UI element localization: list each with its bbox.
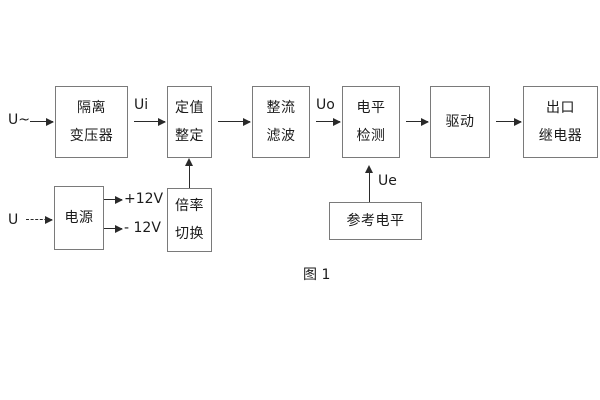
block-label-line1: 电源 [64,210,94,226]
block-rectify-filter: 整流 滤波 [252,86,310,158]
block-output-relay: 出口 继电器 [523,86,598,158]
block-label-line2: 整定 [175,128,204,144]
figure-caption: 图 1 [303,267,331,283]
block-label-line2: 切换 [175,226,204,242]
block-isolation-transformer: 隔离 变压器 [55,86,128,158]
block-label-line1: 倍率 [175,198,204,214]
signal-label-ui: Ui [134,97,149,113]
connector-level-detect-to-drive [406,118,429,126]
connector-rectify-filter-to-level-detect [316,118,341,126]
connector-ac-input-to-isolation-transformer [30,118,54,126]
connector-power-supply-neg-12v [104,225,123,233]
block-level-detect: 电平 检测 [342,86,400,158]
block-reference-level: 参考电平 [329,202,422,240]
signal-label-pos-supply: +12V [124,191,164,207]
signal-label-uo: Uo [316,97,335,113]
block-label-line2: 变压器 [69,128,114,144]
block-label-line2: 滤波 [266,128,296,144]
block-label-line1: 参考电平 [346,213,405,229]
connector-multiplier-switch-to-setpoint [185,158,193,188]
block-label-line1: 驱动 [445,114,475,130]
block-multiplier-switch: 倍率 切换 [167,188,212,252]
block-label-line1: 出口 [546,100,575,116]
connector-dc-input-to-power-supply [26,216,53,224]
block-drive: 驱动 [430,86,490,158]
signal-label-ue: Ue [378,173,397,189]
signal-label-dc-input: U [8,212,19,228]
block-label-line1: 定值 [175,100,204,116]
block-label-line1: 整流 [266,100,296,116]
block-label-line1: 隔离 [77,100,106,116]
block-setpoint-adjust: 定值 整定 [167,86,212,158]
block-label-line2: 检测 [356,128,386,144]
connector-isolation-transformer-to-setpoint [134,118,166,126]
connector-power-supply-pos-12v [104,196,123,204]
signal-label-neg-supply: - 12V [124,220,161,236]
block-power-supply: 电源 [54,186,104,250]
signal-label-ac-input: U~ [8,112,30,128]
connector-setpoint-to-rectify-filter [218,118,251,126]
connector-drive-to-output-relay [496,118,522,126]
block-label-line1: 电平 [356,100,386,116]
block-label-line2: 继电器 [538,128,583,144]
connector-reference-level-to-level-detect [365,165,373,202]
